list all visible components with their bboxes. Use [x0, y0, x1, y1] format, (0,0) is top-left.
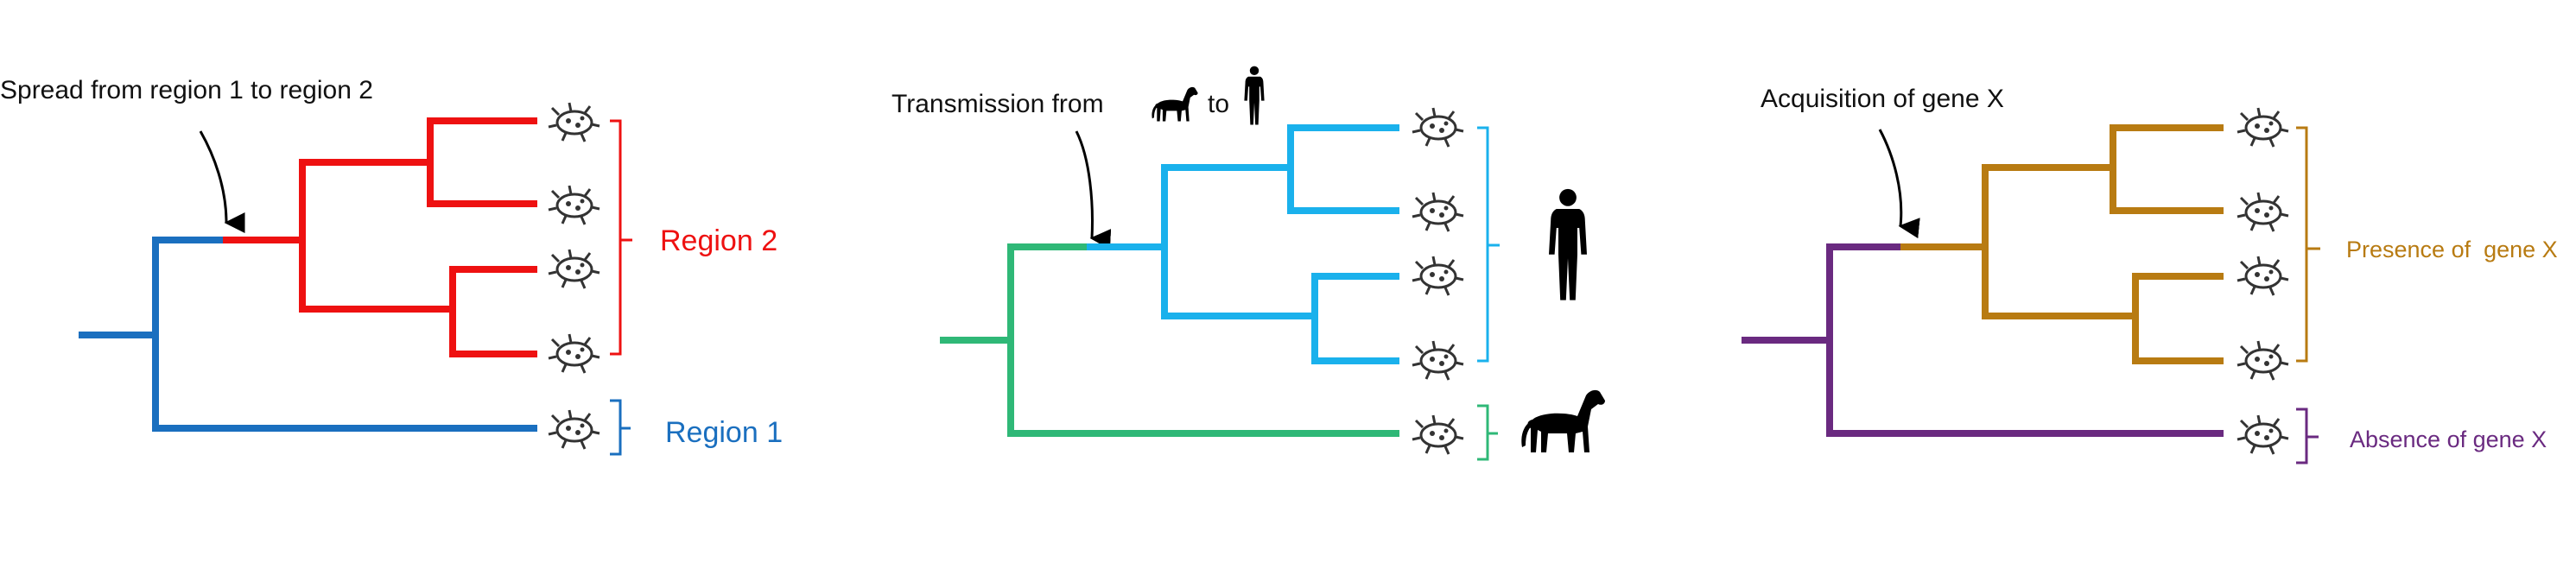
- tree-panel-2: [940, 124, 1399, 437]
- panel-gene: Acquisition of gene X Presence of gene X: [1742, 85, 2558, 464]
- annotation-transmission: Transmission from: [891, 90, 1104, 118]
- bacteria-icon: [2236, 255, 2290, 297]
- brace-gene-absent: [2296, 408, 2319, 464]
- arrow-icon: [1075, 130, 1112, 250]
- bacteria-icon: [547, 248, 601, 290]
- bacteria-icon: [547, 101, 601, 143]
- label-region-1: Region 1: [665, 416, 783, 449]
- bacteria-icon: [1411, 414, 1465, 456]
- arrow-icon: [199, 130, 245, 233]
- arrow-icon: [1878, 129, 1920, 239]
- panel-host: Transmission from to: [891, 66, 1605, 461]
- bacteria-icon: [2236, 106, 2290, 148]
- bacteria-icon: [547, 184, 601, 226]
- label-region-2: Region 2: [660, 224, 777, 257]
- bacteria-icon: [2236, 339, 2290, 382]
- bacteria-icon: [2236, 191, 2290, 233]
- label-gene-present: Presence of gene X: [2346, 237, 2558, 262]
- annotation-spread: Spread from region 1 to region 2: [0, 76, 373, 104]
- brace-region-1: [610, 399, 631, 456]
- tree-panel-3: [1742, 124, 2224, 437]
- bacteria-icon: [1411, 106, 1465, 148]
- bacteria-icon: [1411, 339, 1465, 382]
- horse-silhouette-icon: [1152, 86, 1198, 122]
- horse-silhouette-icon: [1521, 389, 1605, 452]
- panel-region: Spread from region 1 to region 2 Region …: [0, 76, 783, 456]
- brace-region-2: [610, 119, 632, 356]
- bacteria-icon: [1411, 191, 1465, 233]
- bacteria-icon: [547, 332, 601, 375]
- label-gene-absent: Absence of gene X: [2350, 427, 2547, 452]
- human-silhouette-icon: [1549, 188, 1587, 300]
- brace-human: [1477, 126, 1500, 363]
- annotation-acquisition: Acquisition of gene X: [1761, 85, 2004, 113]
- bacteria-icon: [2236, 414, 2290, 456]
- tree-panel-1: [79, 117, 537, 432]
- bacteria-icon: [547, 408, 601, 451]
- brace-gene-present: [2296, 126, 2320, 363]
- brace-horse: [1477, 404, 1498, 461]
- bacteria-icon: [1411, 255, 1465, 297]
- human-silhouette-icon: [1244, 66, 1265, 125]
- annotation-transmission-to: to: [1208, 90, 1229, 118]
